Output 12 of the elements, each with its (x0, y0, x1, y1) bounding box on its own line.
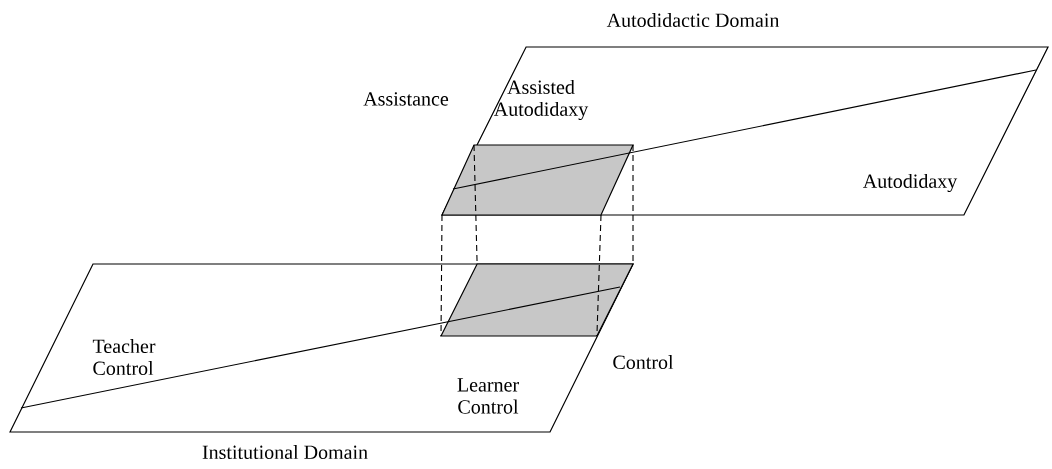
axis-label: Assistance (363, 92, 449, 106)
region-label: Teacher Control (92, 338, 156, 376)
overlap-region (440, 263, 634, 337)
region-label: Assisted Autodidaxy (494, 79, 589, 121)
overlap-region (441, 144, 634, 216)
axis-label: Control (613, 354, 674, 370)
projection-line (596, 214, 602, 337)
plane-heading: Autodidactic Domain (606, 12, 780, 28)
plane-heading: Institutional Domain (202, 444, 368, 460)
region-label: Learner Control (457, 378, 519, 414)
region-label: Autodidaxy (863, 173, 958, 193)
projection-line (440, 214, 443, 337)
